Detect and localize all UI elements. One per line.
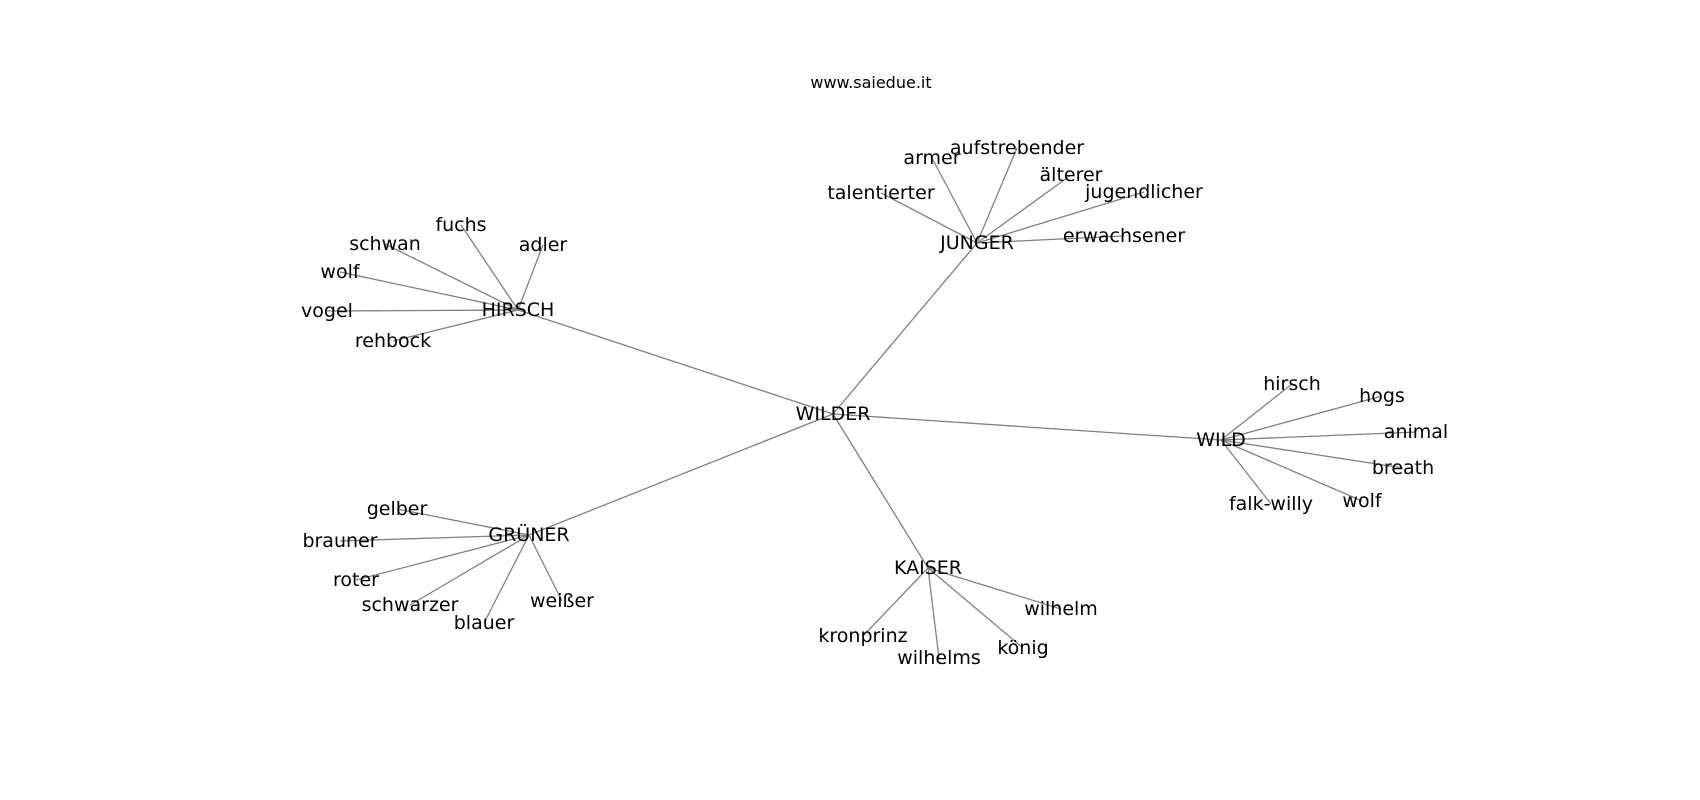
- edge-wilder-gruener: [528, 413, 834, 536]
- edge-gruener-gruener-blauer: [483, 534, 530, 624]
- hub-node-hirsch: HIRSCH: [482, 299, 555, 321]
- leaf-node-gruener-roter: roter: [333, 569, 379, 591]
- leaf-node-hirsch-schwan: schwan: [349, 233, 421, 255]
- edge-kaiser-kaiser-koenig: [927, 567, 1024, 649]
- edge-junger-junger-erwachsener: [976, 235, 1125, 244]
- leaf-node-wild-animal: animal: [1384, 421, 1448, 443]
- edge-junger-junger-aelterer: [976, 174, 1072, 244]
- leaf-node-hirsch-wolf: wolf: [320, 261, 360, 283]
- edge-junger-junger-jugendlicher: [976, 191, 1145, 244]
- edge-wild-wild-breath: [1220, 439, 1404, 469]
- hub-node-wilder: WILDER: [796, 403, 871, 425]
- edge-hirsch-hirsch-fuchs: [460, 224, 519, 311]
- leaf-node-hirsch-vogel: vogel: [301, 300, 353, 322]
- leaf-node-junger-armer: armer: [903, 147, 960, 169]
- edge-hirsch-hirsch-schwan: [384, 243, 519, 311]
- leaf-node-wild-wolf: wolf: [1342, 490, 1382, 512]
- leaf-node-hirsch-adler: adler: [519, 234, 568, 256]
- edge-junger-junger-armer: [931, 157, 978, 244]
- edge-gruener-gruener-schwarzer: [409, 534, 530, 606]
- edge-wilder-kaiser: [832, 413, 929, 569]
- edge-wild-wild-animal: [1220, 431, 1417, 441]
- leaf-node-kaiser-wilhelm: wilhelm: [1024, 598, 1098, 620]
- leaf-node-wild-hogs: hogs: [1359, 385, 1405, 407]
- leaf-node-hirsch-fuchs: fuchs: [435, 214, 486, 236]
- edge-wilder-hirsch: [517, 309, 834, 415]
- hub-node-junger: JUNGER: [939, 232, 1014, 254]
- site-url: www.saiedue.it: [810, 73, 931, 92]
- edge-junger-junger-aufstrebender: [976, 147, 1018, 244]
- leaf-node-junger-talentierter: talentierter: [827, 182, 934, 204]
- hub-node-kaiser: KAISER: [894, 557, 962, 579]
- edge-gruener-gruener-brauner: [339, 534, 530, 542]
- edge-wild-wild-falk-willy: [1220, 439, 1272, 505]
- leaf-node-gruener-weisser: weißer: [530, 590, 594, 612]
- edge-gruener-gruener-gelber: [396, 508, 530, 536]
- leaf-node-gruener-gelber: gelber: [367, 498, 428, 520]
- edge-kaiser-kaiser-wilhelms: [927, 567, 940, 659]
- edge-gruener-gruener-roter: [355, 534, 530, 581]
- edge-wild-wild-wolf: [1220, 439, 1363, 502]
- edge-wild-wild-hirsch: [1220, 383, 1293, 441]
- node-label-layer: WILDERHIRSCHJUNGERWILDGRÜNERKAISERfuchss…: [301, 137, 1448, 669]
- hub-node-wild: WILD: [1196, 429, 1246, 451]
- leaf-node-kaiser-koenig: könig: [997, 637, 1048, 659]
- leaf-node-junger-jugendlicher: jugendlicher: [1084, 181, 1203, 203]
- leaf-node-wild-breath: breath: [1372, 457, 1434, 479]
- leaf-node-junger-erwachsener: erwachsener: [1063, 225, 1185, 247]
- edge-hirsch-hirsch-vogel: [326, 309, 519, 312]
- leaf-node-hirsch-rehbock: rehbock: [355, 330, 431, 352]
- leaf-node-gruener-schwarzer: schwarzer: [362, 594, 459, 616]
- edge-hirsch-hirsch-rehbock: [392, 309, 519, 342]
- leaf-node-wild-hirsch: hirsch: [1263, 373, 1321, 395]
- edge-hirsch-hirsch-adler: [517, 244, 544, 311]
- edge-wild-wild-hogs: [1220, 395, 1383, 441]
- leaf-node-junger-aufstrebender: aufstrebender: [950, 137, 1084, 159]
- leaf-node-junger-aelterer: älterer: [1040, 164, 1103, 186]
- hub-node-gruener: GRÜNER: [488, 523, 569, 546]
- edge-wilder-wild: [832, 413, 1222, 441]
- leaf-node-kaiser-kronprinz: kronprinz: [818, 625, 907, 647]
- edge-kaiser-kaiser-wilhelm: [927, 567, 1062, 610]
- edge-layer: [326, 147, 1417, 659]
- edge-hirsch-hirsch-wolf: [339, 271, 519, 311]
- leaf-node-gruener-brauner: brauner: [302, 530, 377, 552]
- edge-wilder-junger: [832, 242, 978, 415]
- edge-junger-junger-talentierter: [880, 192, 978, 244]
- edge-gruener-gruener-weisser: [528, 534, 563, 602]
- leaf-node-wild-falk-willy: falk-willy: [1229, 493, 1313, 515]
- edge-kaiser-kaiser-kronprinz: [862, 567, 929, 637]
- leaf-node-kaiser-wilhelms: wilhelms: [897, 647, 981, 669]
- leaf-node-gruener-blauer: blauer: [454, 612, 515, 634]
